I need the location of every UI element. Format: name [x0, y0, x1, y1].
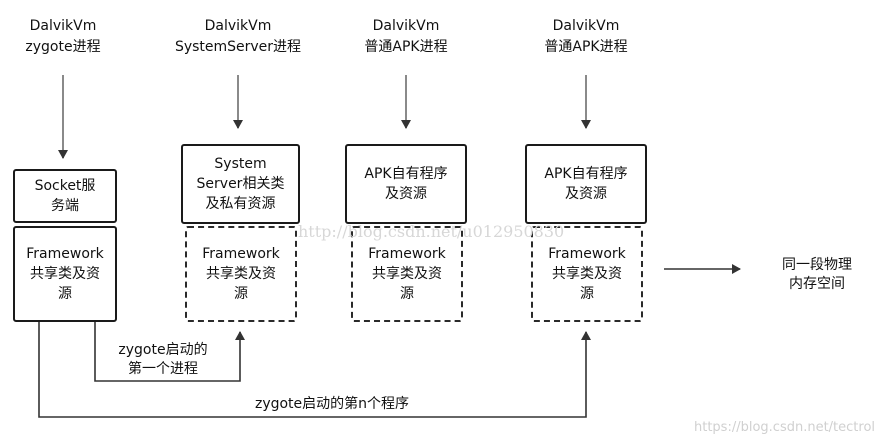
col3-title: DalvikVm 普通APK进程: [351, 16, 461, 58]
systemserver-line1: System: [214, 156, 267, 172]
framework-line3: 源: [58, 286, 72, 302]
apk2-resources-box: APK自有程序 及资源: [525, 144, 647, 224]
framework-line3: 源: [400, 286, 414, 302]
col1-title-line2: zygote进程: [25, 39, 101, 55]
arrow-first-process: [94, 322, 245, 382]
col1-title-line1: DalvikVm: [29, 18, 97, 34]
apk1-resources-box: APK自有程序 及资源: [345, 144, 467, 224]
apk1-line1: APK自有程序: [364, 166, 448, 182]
socket-server-line2: 务端: [51, 198, 79, 214]
framework-line2: 共享类及资: [30, 266, 100, 282]
systemserver-line2: Server相关类: [196, 176, 285, 192]
framework-line3: 源: [234, 286, 248, 302]
framework-line1: Framework: [548, 246, 626, 262]
apk2-line1: APK自有程序: [544, 166, 628, 182]
shared-memory-line1: 同一段物理: [782, 257, 852, 273]
watermark-corner: https://blog.csdn.net/tectrol: [694, 420, 876, 435]
col4-title-line2: 普通APK进程: [544, 39, 628, 55]
col4-title: DalvikVm 普通APK进程: [531, 16, 641, 58]
first-process-line2: 第一个进程: [128, 361, 198, 377]
col2-title-line2: SystemServer进程: [174, 39, 302, 55]
systemserver-line3: 及私有资源: [205, 196, 276, 212]
socket-server-box: Socket服 务端: [13, 169, 117, 223]
col2-title: DalvikVm SystemServer进程: [168, 16, 308, 58]
framework-box-systemserver: Framework 共享类及资 源: [185, 226, 297, 322]
framework-box-zygote: Framework 共享类及资 源: [13, 226, 117, 322]
col4-title-line1: DalvikVm: [552, 18, 620, 34]
arrow-nth-program: [38, 322, 591, 418]
apk1-line2: 及资源: [385, 186, 427, 202]
watermark-center: http://blog.csdn.net/u012950830: [298, 222, 565, 241]
framework-line1: Framework: [368, 246, 446, 262]
col3-title-line2: 普通APK进程: [364, 39, 448, 55]
framework-line2: 共享类及资: [552, 266, 622, 282]
nth-program-text: zygote启动的第n个程序: [254, 396, 410, 412]
col2-title-line1: DalvikVm: [204, 18, 272, 34]
framework-box-apk2: Framework 共享类及资 源: [531, 226, 643, 322]
framework-line3: 源: [580, 286, 594, 302]
apk2-line2: 及资源: [565, 186, 607, 202]
col3-title-line1: DalvikVm: [372, 18, 440, 34]
first-process-line1: zygote启动的: [118, 342, 208, 358]
shared-memory-label: 同一段物理 内存空间: [768, 256, 866, 294]
col1-title: DalvikVm zygote进程: [13, 16, 113, 58]
nth-program-label: zygote启动的第n个程序: [232, 395, 432, 414]
framework-line2: 共享类及资: [206, 266, 276, 282]
first-process-label: zygote启动的 第一个进程: [108, 341, 218, 379]
framework-box-apk1: Framework 共享类及资 源: [351, 226, 463, 322]
socket-server-line1: Socket服: [34, 178, 96, 194]
shared-memory-line2: 内存空间: [789, 276, 845, 292]
framework-line1: Framework: [202, 246, 280, 262]
systemserver-resources-box: System Server相关类 及私有资源: [181, 144, 300, 224]
framework-line2: 共享类及资: [372, 266, 442, 282]
framework-line1: Framework: [26, 246, 104, 262]
